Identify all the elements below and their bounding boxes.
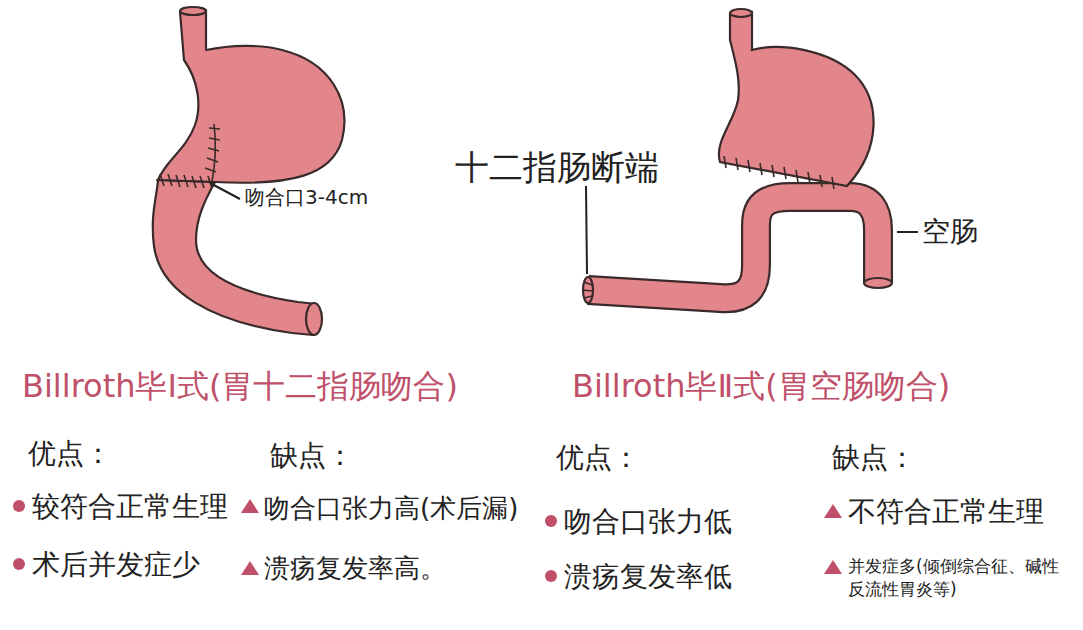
dimension-label: 吻合口3-4cm [245,185,368,210]
cons-heading: 缺点： [832,440,916,475]
list-item: 不符合正常生理 [848,494,1044,529]
list-item: 并发症多(倾倒综合征、碱性反流性胃炎等) [848,555,1070,601]
list-item: 溃疡复发率高。 [264,552,446,585]
list-item: 术后并发症少 [32,547,200,582]
esophagus-end [730,9,752,17]
stomach [719,12,874,186]
jejunum-end [864,278,892,288]
part-label: 空肠 [922,214,978,249]
list-item: 溃疡复发率低 [564,559,732,594]
suture-marks [156,124,220,188]
duodenum-end [306,303,322,335]
pros-heading: 优点： [28,436,112,471]
list-item: 较符合正常生理 [32,489,228,524]
method-heading: Billroth毕Ⅰ式(胃十二指肠吻合) [22,366,458,406]
leader-line [586,186,587,274]
leader-line [897,231,918,233]
duodenal-stump [583,277,593,303]
list-item: 吻合口张力高(术后漏) [264,492,518,525]
leader-line [210,183,240,199]
part-label: 十二指肠断端 [455,146,659,189]
jejunum-outline [588,197,878,298]
method-heading: Billroth毕Ⅱ式(胃空肠吻合) [572,366,950,406]
esophagus-end [180,7,206,15]
jejunum [588,197,878,298]
cons-heading: 缺点： [270,438,354,473]
pros-heading: 优点： [556,440,640,475]
stomach [158,10,344,183]
list-item: 吻合口张力低 [564,504,732,539]
